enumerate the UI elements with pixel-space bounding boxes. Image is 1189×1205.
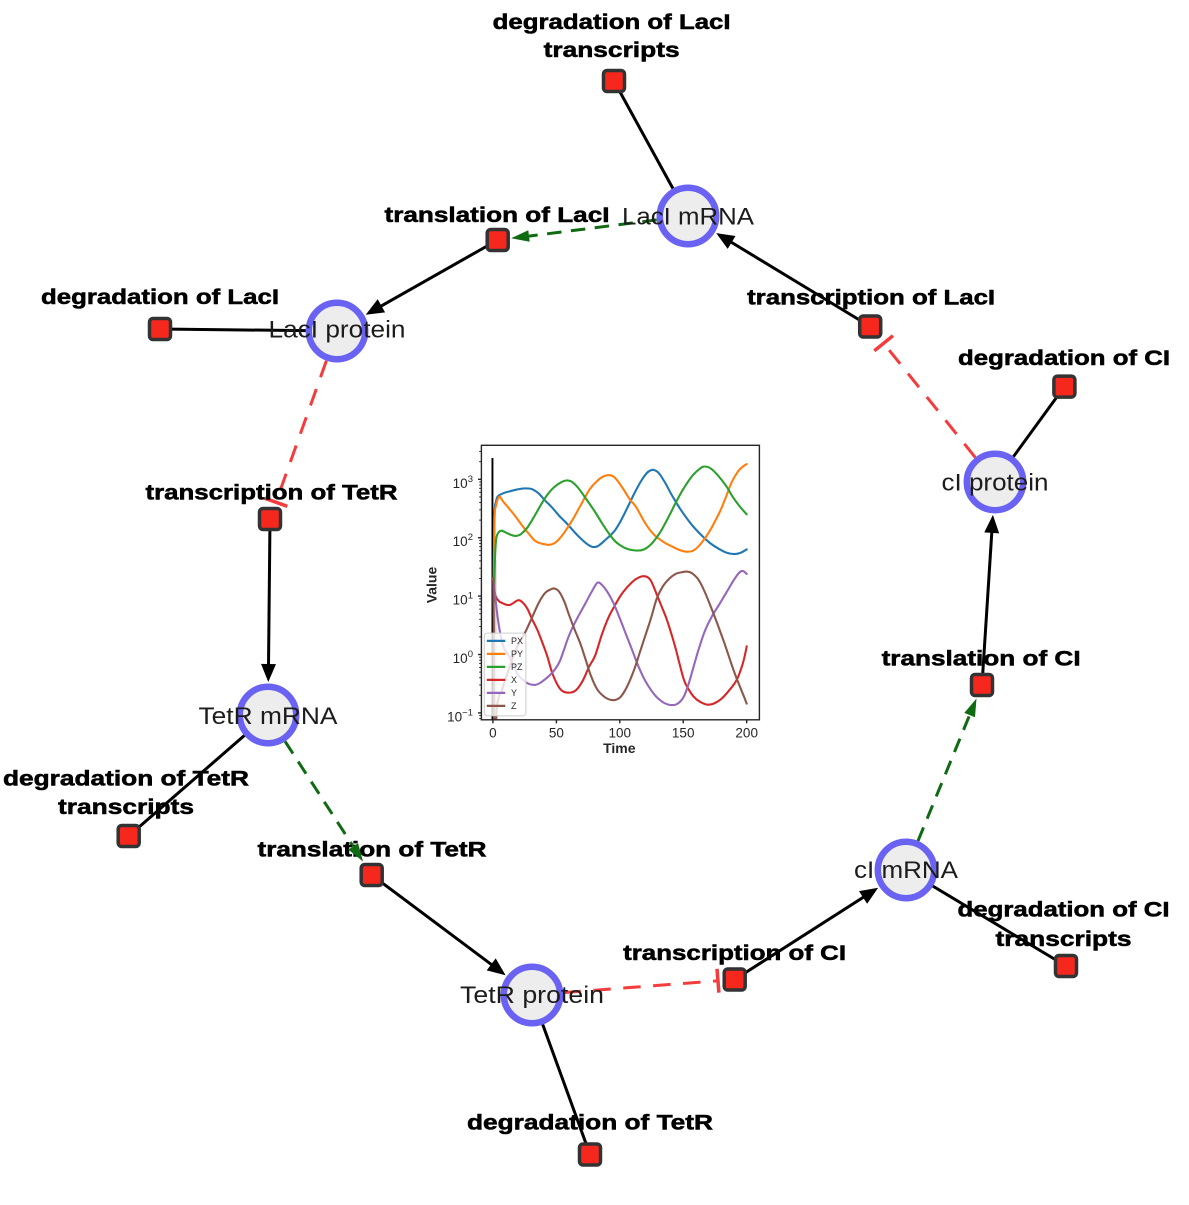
svg-text:transcription of CI: transcription of CI [623,941,846,965]
svg-text:100: 100 [609,726,632,741]
svg-text:Value: Value [424,567,440,604]
svg-text:transcripts: transcripts [996,927,1132,951]
svg-text:150: 150 [672,726,695,741]
svg-text:cI protein: cI protein [942,470,1049,497]
svg-text:degradation of LacI: degradation of LacI [41,285,279,309]
svg-text:degradation of TetR: degradation of TetR [3,766,250,790]
svg-text:TetR protein: TetR protein [460,982,604,1009]
svg-text:PX: PX [511,636,523,646]
svg-text:transcription of TetR: transcription of TetR [146,481,399,505]
svg-text:PZ: PZ [511,662,523,672]
svg-text:Time: Time [603,740,636,756]
svg-text:50: 50 [549,726,564,741]
svg-text:transcripts: transcripts [58,795,194,819]
svg-text:degradation of LacI: degradation of LacI [493,10,731,34]
svg-text:translation of LacI: translation of LacI [385,203,610,227]
svg-text:transcripts: transcripts [544,38,680,62]
svg-text:Y: Y [511,688,517,698]
svg-text:Z: Z [511,701,517,711]
svg-text:translation of CI: translation of CI [882,647,1081,671]
svg-text:transcription of LacI: transcription of LacI [747,286,995,310]
svg-text:degradation of CI: degradation of CI [958,346,1170,370]
svg-text:cI mRNA: cI mRNA [854,857,958,884]
svg-text:X: X [511,675,517,685]
svg-text:LacI mRNA: LacI mRNA [622,204,754,231]
svg-text:200: 200 [735,726,758,741]
svg-text:degradation of TetR: degradation of TetR [467,1111,714,1135]
svg-text:0: 0 [489,726,497,741]
svg-text:translation of TetR: translation of TetR [258,838,488,862]
svg-text:TetR mRNA: TetR mRNA [199,703,338,730]
svg-text:PY: PY [511,649,523,659]
svg-text:LacI protein: LacI protein [269,317,406,344]
svg-text:degradation of CI: degradation of CI [958,898,1170,922]
